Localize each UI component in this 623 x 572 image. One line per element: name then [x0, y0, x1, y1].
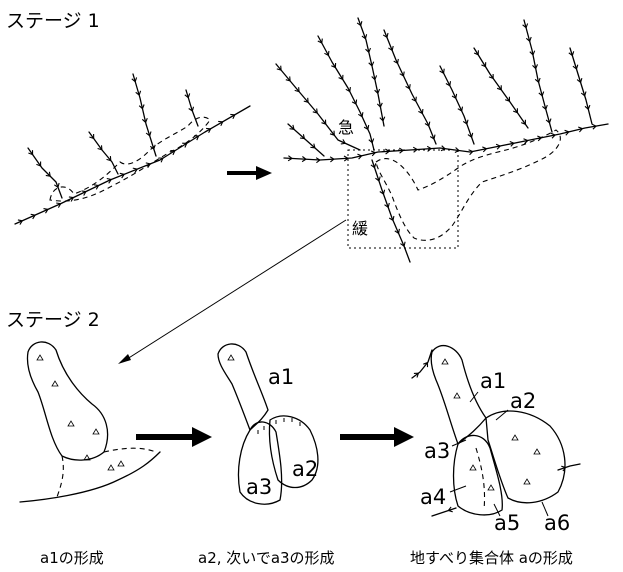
small-tributary-4	[186, 90, 198, 126]
label-a5-right: a5	[494, 511, 520, 535]
panel-arrow-1	[136, 427, 212, 447]
label-a1-mid: a1	[268, 365, 294, 389]
label-a1-right: a1	[480, 369, 506, 393]
deposit-dashed-edge	[104, 448, 156, 452]
small-tributary-1	[28, 148, 62, 198]
label-a3-right: a3	[424, 439, 450, 463]
a1-dashed-edge	[56, 456, 63, 500]
small-main-channel	[15, 106, 250, 224]
caption-middle: a2, 次いでa3の形成	[198, 549, 335, 567]
zoom-arrow	[118, 220, 346, 364]
aggregate-a4-a5-body	[454, 435, 503, 514]
landslide-a1-upper	[218, 344, 268, 430]
stage1-label: ステージ 1	[6, 10, 100, 32]
a1-triangles	[37, 355, 124, 470]
small-tributary-3	[133, 74, 156, 156]
label-a3-mid: a3	[246, 475, 272, 499]
gentle-label: 緩	[352, 219, 368, 238]
stage2-label: ステージ 2	[6, 309, 100, 331]
large-branch-8	[570, 48, 592, 124]
caption-right: 地すべり集合体 aの形成	[410, 549, 573, 567]
aggregate-a1-body	[431, 346, 486, 444]
stage-arrow	[227, 166, 272, 180]
aggregate-a6-body	[486, 411, 565, 503]
panel-arrow-2	[340, 427, 414, 447]
large-branch-5	[440, 66, 474, 144]
label-a4-right: a4	[420, 485, 446, 509]
large-main-channel	[284, 124, 608, 160]
large-branch-3	[358, 18, 384, 126]
scarp-ticks	[258, 418, 300, 434]
label-a6-right: a6	[544, 511, 570, 535]
a4-a5-divider	[476, 448, 485, 510]
label-a2-mid: a2	[292, 457, 318, 481]
steep-label: 急	[338, 118, 354, 137]
large-deposit-outline	[376, 130, 560, 240]
large-branch-1	[276, 64, 360, 150]
panel-a1-formation	[20, 342, 160, 502]
side-channel	[558, 464, 580, 470]
small-deposit-outline	[50, 117, 210, 201]
caption-left: a1の形成	[40, 549, 104, 567]
stage1-small-network	[15, 74, 250, 225]
label-a2-right: a2	[510, 389, 536, 413]
large-branch-7	[524, 20, 552, 132]
stage1-large-network	[276, 18, 608, 262]
